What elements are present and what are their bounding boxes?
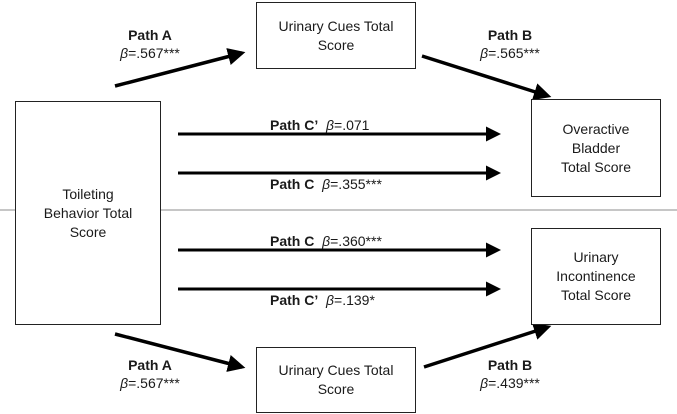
path-c-top-name: Path C: [270, 176, 315, 192]
beta-symbol: β: [120, 45, 129, 61]
path-c-prime-top-label: Path C’ β=.071: [270, 116, 369, 134]
path-a-bottom-name: Path A: [128, 357, 172, 373]
path-c-prime-bottom-value: =.139*: [334, 292, 375, 308]
path-a-bottom-value: =.567***: [128, 375, 180, 391]
arrow-path-a-bottom: [114, 332, 246, 372]
path-a-top-value: =.567***: [128, 45, 180, 61]
path-a-top-name: Path A: [128, 27, 172, 43]
beta-symbol: β: [480, 375, 489, 391]
path-b-top-label: Path B β=.565***: [470, 26, 550, 62]
beta-symbol: β: [480, 45, 489, 61]
path-b-top-value: =.565***: [488, 45, 540, 61]
path-c-bottom-label: Path C β=.360***: [270, 232, 382, 250]
path-c-prime-bottom-name: Path C’: [270, 292, 319, 308]
path-c-prime-bottom-label: Path C’ β=.139*: [270, 291, 375, 309]
urinary-incontinence-box: Urinary Incontinence Total Score: [531, 228, 661, 325]
beta-symbol: β: [322, 176, 331, 192]
arrow-path-b-top: [421, 54, 552, 101]
path-b-bottom-label: Path B β=.439***: [470, 356, 550, 392]
overactive-bladder-box: Overactive Bladder Total Score: [531, 99, 661, 197]
path-b-bottom-name: Path B: [487, 357, 533, 373]
beta-symbol: β: [120, 375, 129, 391]
toileting-behavior-box: Toileting Behavior Total Score: [15, 101, 161, 325]
path-b-bottom-value: =.439***: [488, 375, 540, 391]
path-c-prime-top-name: Path C’: [270, 117, 319, 133]
beta-symbol: β: [326, 292, 335, 308]
path-c-bottom-value: =.360***: [330, 233, 382, 249]
beta-symbol: β: [322, 233, 331, 249]
urinary-cues-bottom-box: Urinary Cues Total Score: [256, 347, 416, 413]
urinary-cues-top-box: Urinary Cues Total Score: [256, 2, 416, 69]
arrow-path-a-top: [114, 48, 246, 88]
path-c-top-label: Path C β=.355***: [270, 175, 382, 193]
path-c-prime-top-value: =.071: [334, 117, 370, 133]
path-c-bottom-name: Path C: [270, 233, 315, 249]
path-a-bottom-label: Path A β=.567***: [110, 356, 190, 392]
arrow-path-b-bottom: [423, 322, 552, 369]
path-a-top-label: Path A β=.567***: [110, 26, 190, 62]
beta-symbol: β: [326, 117, 335, 133]
path-b-top-name: Path B: [487, 27, 533, 43]
path-c-top-value: =.355***: [330, 176, 382, 192]
